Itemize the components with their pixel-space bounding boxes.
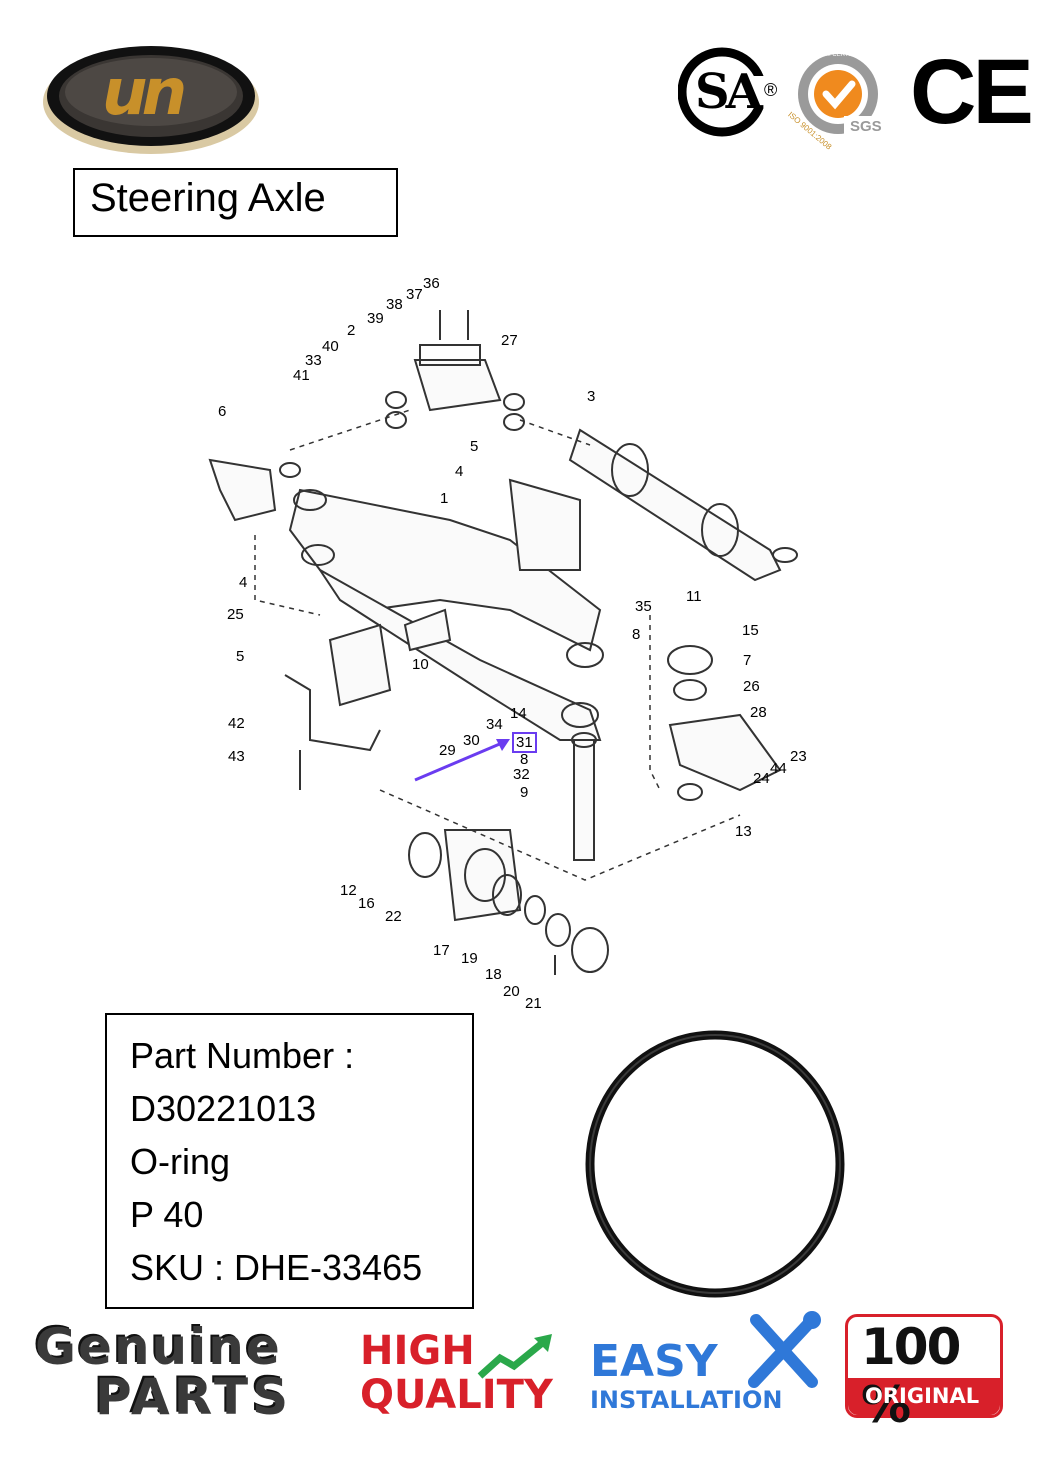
original-badge-band	[848, 1378, 1000, 1415]
callout-label: 10	[412, 656, 429, 673]
callout-label: 28	[750, 704, 767, 721]
callout-label: 41	[293, 367, 310, 384]
callout-label: 36	[423, 275, 440, 292]
callout-label: 42	[228, 715, 245, 732]
callout-label: 25	[227, 606, 244, 623]
part-sku: SKU : DHE-33465	[130, 1247, 423, 1288]
quality-text: QUALITY	[360, 1372, 553, 1418]
callout-label: 17	[433, 942, 450, 959]
original-text: ORIGINAL	[865, 1384, 980, 1408]
callout-label: 32	[513, 766, 530, 783]
part-number-label: Part Number :	[130, 1035, 355, 1076]
callout-label: 35	[635, 598, 652, 615]
part-info-box: Part Number : D30221013 O-ring P 40 SKU …	[105, 1013, 474, 1309]
callout-label: 30	[463, 732, 480, 749]
callout-label: 7	[743, 652, 752, 669]
callout-label: 39	[367, 310, 384, 327]
callout-label: 13	[735, 823, 752, 840]
high-quality-badge: HIGH QUALITY	[358, 1328, 568, 1420]
callout-label: 8	[632, 626, 641, 643]
easy-text: EASY	[590, 1336, 718, 1387]
title-box: Steering Axle	[73, 168, 398, 237]
callout-label: 19	[461, 950, 478, 967]
callout-label: 44	[770, 760, 787, 777]
callout-label: 16	[358, 895, 375, 912]
callout-label: 38	[386, 296, 403, 313]
callout-label: 1	[440, 490, 449, 507]
brand-logo-text: un	[102, 56, 187, 130]
iso-top-text: SYSTEM CERTIFICATION	[806, 52, 878, 58]
genuine-parts-badge: Genuine PARTS	[35, 1318, 343, 1426]
high-text: HIGH	[360, 1328, 475, 1374]
original-badge: 100 % ORIGINAL	[845, 1314, 1003, 1434]
callout-label: 34	[486, 716, 503, 733]
callout-label: 12	[340, 882, 357, 899]
csa-text: SA	[695, 64, 763, 120]
callout-label: 23	[790, 748, 807, 765]
callout-label: 5	[470, 438, 479, 455]
part-number-value: D30221013	[130, 1088, 317, 1129]
callout-label: 6	[218, 403, 227, 420]
wrench-screwdriver-icon	[748, 1311, 821, 1388]
sgs-text: SGS	[850, 118, 882, 135]
callout-label: 27	[501, 332, 518, 349]
iso-sgs-logo: SYSTEM CERTIFICATION ISO 9001:2008 SGS	[786, 50, 892, 151]
percent-text: 100 %	[861, 1318, 961, 1434]
page-title: Steering Axle	[90, 176, 326, 220]
genuine-text: Genuine	[35, 1318, 282, 1376]
csa-registered-mark: ®	[764, 80, 778, 100]
ce-logo: CE	[910, 41, 1034, 143]
installation-text: INSTALLATION	[590, 1386, 783, 1414]
callout-label: 33	[305, 352, 322, 369]
callout-label: 24	[753, 770, 770, 787]
highlight-arrow	[414, 739, 510, 782]
csa-logo: SA ®	[677, 46, 778, 138]
easy-installation-badge: EASY INSTALLATION	[588, 1310, 824, 1420]
callout-label: 14	[510, 705, 527, 722]
callout-label: 22	[385, 908, 402, 925]
callout-label: 18	[485, 966, 502, 983]
callout-label: 26	[743, 678, 760, 695]
callout-label: 31	[512, 732, 537, 753]
callout-label: 21	[525, 995, 542, 1012]
callout-label: 43	[228, 748, 245, 765]
callout-label: 2	[347, 322, 356, 339]
callout-label: 4	[239, 574, 248, 591]
part-name: O-ring	[130, 1141, 231, 1182]
callout-label: 37	[406, 286, 423, 303]
trend-up-icon	[477, 1334, 552, 1379]
callout-label: 15	[742, 622, 759, 639]
o-ring-image	[585, 1030, 845, 1298]
callout-label: 20	[503, 983, 520, 1000]
brand-logo: un	[40, 40, 262, 158]
ce-text: CE	[910, 41, 1034, 143]
callout-label: 8	[520, 751, 529, 768]
callout-label: 4	[455, 463, 464, 480]
callout-label: 9	[520, 784, 529, 801]
callout-label: 29	[439, 742, 456, 759]
callout-label: 40	[322, 338, 339, 355]
callout-label: 11	[686, 588, 702, 605]
callout-label: 3	[587, 388, 596, 405]
part-size: P 40	[130, 1194, 204, 1235]
parts-text: PARTS	[95, 1368, 293, 1426]
callout-label: 5	[236, 648, 245, 665]
exploded-diagram: 36 37 38 39 27 2 40 33 41 6 3 5 4 1 35 1…	[180, 270, 820, 1015]
